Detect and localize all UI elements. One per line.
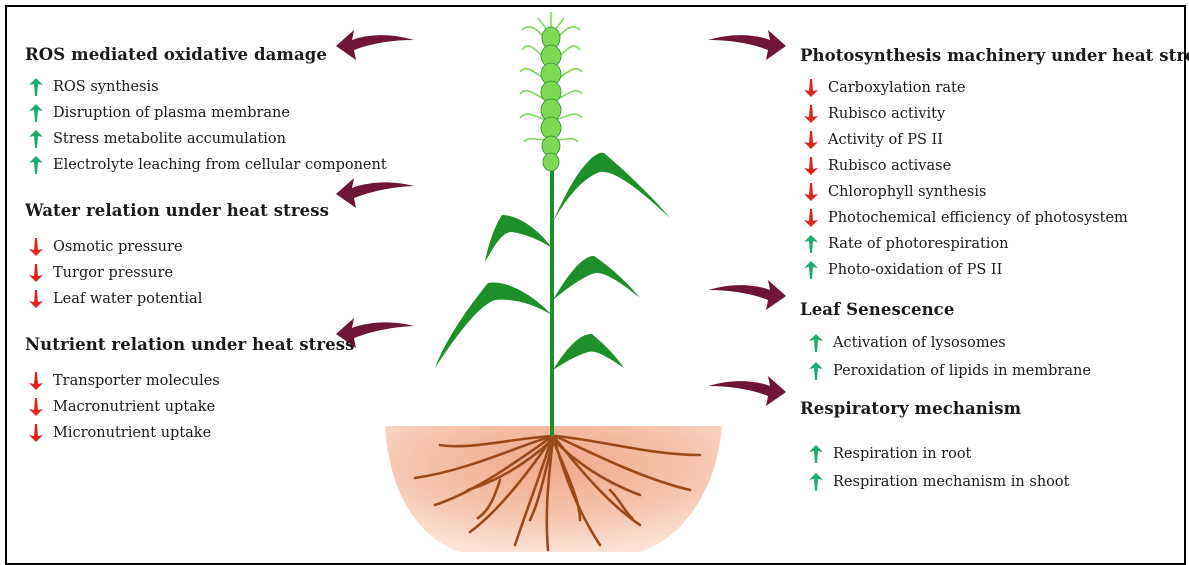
item-label: Activation of lysosomes: [833, 335, 1006, 351]
decrease-arrow-icon: [800, 183, 822, 201]
list-item: Rubisco activase: [800, 153, 1189, 179]
item-label: Rate of photorespiration: [828, 236, 1009, 252]
list-item: Leaf water potential: [25, 286, 329, 312]
decrease-arrow-icon: [800, 157, 822, 175]
list-item: Transporter molecules: [25, 368, 355, 394]
section-nutrient-relation: Nutrient relation under heat stress Tran…: [25, 335, 355, 446]
decrease-arrow-icon: [25, 398, 47, 416]
list-item: Respiration mechanism in shoot: [800, 468, 1069, 496]
increase-arrow-icon: [25, 78, 47, 96]
list-item: Electrolyte leaching from cellular compo…: [25, 152, 387, 178]
increase-arrow-icon: [25, 130, 47, 148]
item-label: ROS synthesis: [53, 79, 159, 95]
pointer-arrows: [336, 30, 786, 406]
list-item: Photochemical efficiency of photosystem: [800, 205, 1189, 231]
list-item: Turgor pressure: [25, 260, 329, 286]
increase-arrow-icon: [805, 473, 827, 491]
item-label: Respiration mechanism in shoot: [833, 474, 1069, 490]
decrease-arrow-icon: [800, 105, 822, 123]
item-label: Disruption of plasma membrane: [53, 105, 290, 121]
decrease-arrow-icon: [25, 238, 47, 256]
arrow-to-water: [336, 178, 414, 208]
increase-arrow-icon: [25, 104, 47, 122]
section-water-relation: Water relation under heat stress Osmotic…: [25, 201, 329, 312]
list-item: Activity of PS II: [800, 127, 1189, 153]
item-label: Chlorophyll synthesis: [828, 184, 986, 200]
arrow-to-senescence: [708, 280, 786, 310]
item-label: Turgor pressure: [53, 265, 173, 281]
section-photosynthesis: Photosynthesis machinery under heat stre…: [800, 46, 1189, 283]
increase-arrow-icon: [800, 261, 822, 279]
item-label: Leaf water potential: [53, 291, 202, 307]
list-item: Photo-oxidation of PS II: [800, 257, 1189, 283]
item-label: Respiration in root: [833, 446, 971, 462]
section-title: Photosynthesis machinery under heat stre…: [800, 46, 1189, 65]
item-label: Peroxidation of lipids in membrane: [833, 363, 1091, 379]
decrease-arrow-icon: [25, 372, 47, 390]
item-label: Macronutrient uptake: [53, 399, 215, 415]
section-title: Leaf Senescence: [800, 300, 1091, 319]
list-item: Respiration in root: [800, 440, 1069, 468]
list-item: Osmotic pressure: [25, 234, 329, 260]
wheat-spike: [520, 12, 582, 171]
list-item: Carboxylation rate: [800, 75, 1189, 101]
item-label: Rubisco activase: [828, 158, 951, 174]
decrease-arrow-icon: [800, 131, 822, 149]
increase-arrow-icon: [805, 445, 827, 463]
list-item: Rate of photorespiration: [800, 231, 1189, 257]
list-item: ROS synthesis: [25, 74, 387, 100]
item-label: Transporter molecules: [53, 373, 220, 389]
increase-arrow-icon: [805, 362, 827, 380]
increase-arrow-icon: [25, 156, 47, 174]
list-item: Macronutrient uptake: [25, 394, 355, 420]
increase-arrow-icon: [800, 235, 822, 253]
list-item: Disruption of plasma membrane: [25, 100, 387, 126]
section-title: ROS mediated oxidative damage: [25, 45, 387, 64]
decrease-arrow-icon: [800, 209, 822, 227]
item-label: Photochemical efficiency of photosystem: [828, 210, 1128, 226]
section-title: Respiratory mechanism: [800, 399, 1069, 418]
item-label: Carboxylation rate: [828, 80, 965, 96]
decrease-arrow-icon: [25, 290, 47, 308]
decrease-arrow-icon: [25, 424, 47, 442]
item-label: Photo-oxidation of PS II: [828, 262, 1002, 278]
arrow-to-respiration: [708, 376, 786, 406]
decrease-arrow-icon: [25, 264, 47, 282]
item-label: Osmotic pressure: [53, 239, 183, 255]
item-label: Rubisco activity: [828, 106, 945, 122]
list-item: Peroxidation of lipids in membrane: [800, 357, 1091, 385]
list-item: Stress metabolite accumulation: [25, 126, 387, 152]
increase-arrow-icon: [805, 334, 827, 352]
decrease-arrow-icon: [800, 79, 822, 97]
list-item: Activation of lysosomes: [800, 329, 1091, 357]
item-label: Stress metabolite accumulation: [53, 131, 286, 147]
section-ros-damage: ROS mediated oxidative damage ROS synthe…: [25, 45, 387, 178]
arrow-to-photo: [708, 30, 786, 60]
section-title: Nutrient relation under heat stress: [25, 335, 355, 354]
section-title: Water relation under heat stress: [25, 201, 329, 220]
item-label: Electrolyte leaching from cellular compo…: [53, 157, 387, 173]
list-item: Chlorophyll synthesis: [800, 179, 1189, 205]
list-item: Micronutrient uptake: [25, 420, 355, 446]
item-label: Activity of PS II: [828, 132, 943, 148]
item-label: Micronutrient uptake: [53, 425, 211, 441]
list-item: Rubisco activity: [800, 101, 1189, 127]
section-respiratory-mechanism: Respiratory mechanism Respiration in roo…: [800, 399, 1069, 496]
